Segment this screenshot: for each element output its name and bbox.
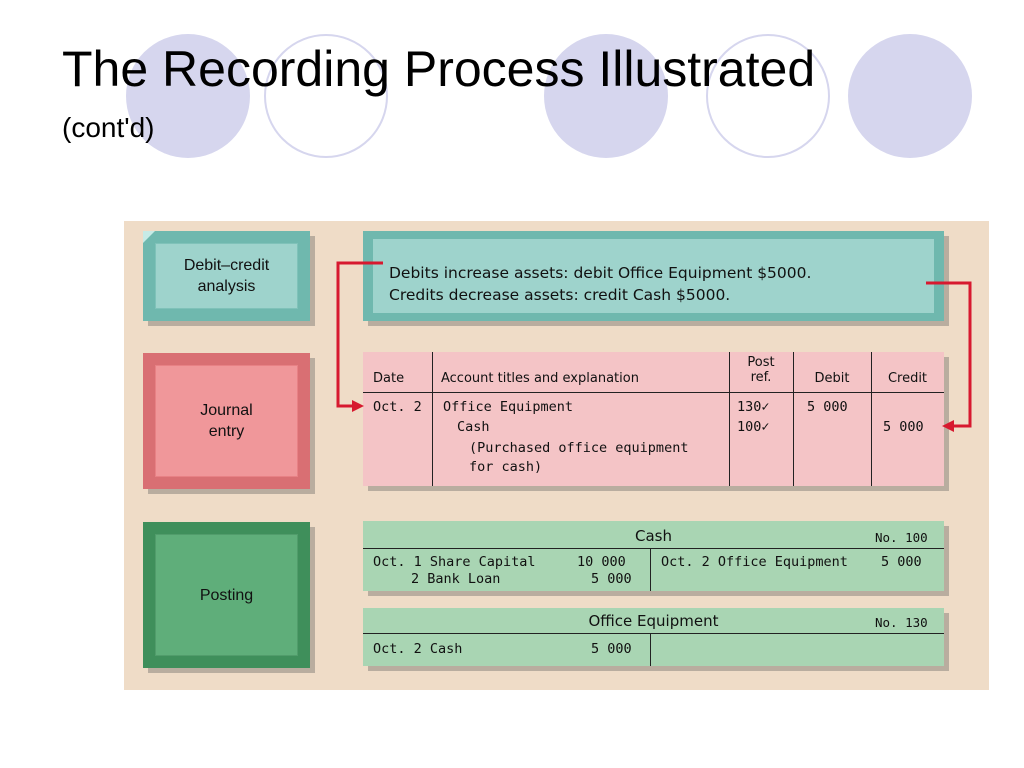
ledger-office-equipment: Office Equipment No. 130 Oct. 2 Cash 5 0… bbox=[363, 608, 944, 666]
journal-debit-account: Office Equipment bbox=[443, 399, 574, 415]
journal-explanation-2: for cash) bbox=[469, 459, 543, 475]
ledger-cash-left-row-1-amount: 10 000 bbox=[577, 554, 626, 570]
slide-subtitle: (cont'd) bbox=[62, 112, 155, 143]
step-analysis-box: Debit–credit analysis bbox=[143, 231, 310, 321]
analysis-line-2: Credits decrease assets: credit Cash $50… bbox=[389, 286, 731, 304]
journal-credit-amount: 5 000 bbox=[883, 419, 924, 435]
ledger-equipment-left-row-1-amount: 5 000 bbox=[591, 641, 632, 657]
journal-header-date: Date bbox=[373, 371, 405, 386]
ledger-cash-number: No. 100 bbox=[875, 530, 928, 545]
ledger-cash-left-row-2-amount: 5 000 bbox=[591, 571, 632, 587]
journal-debit-post-ref: 130✓ bbox=[737, 399, 770, 415]
journal-header-debit: Debit bbox=[814, 371, 850, 386]
journal-panel: Date Account titles and explanation Post… bbox=[363, 352, 944, 486]
step-analysis-label: Debit–credit analysis bbox=[183, 257, 270, 295]
recording-process-figure: Debit–credit analysis Journal entry Post… bbox=[124, 221, 989, 690]
journal-header-credit: Credit bbox=[887, 371, 928, 386]
decor-circle-1 bbox=[126, 34, 250, 158]
decor-circle-4 bbox=[706, 34, 830, 158]
journal-credit-account: Cash bbox=[457, 419, 490, 435]
slide-title: The Recording Process Illustrated bbox=[62, 41, 816, 97]
journal-explanation-1: (Purchased office equipment bbox=[469, 440, 689, 456]
ledger-cash-right-row-1-amount: 5 000 bbox=[881, 554, 922, 570]
ledger-cash-right-row-1: Oct. 2 Office Equipment bbox=[661, 554, 848, 570]
journal-header-account: Account titles and explanation bbox=[441, 371, 639, 386]
analysis-line-1: Debits increase assets: debit Office Equ… bbox=[389, 264, 812, 282]
decor-circle-2 bbox=[264, 34, 388, 158]
step-posting-label: Posting bbox=[199, 586, 254, 604]
ledger-cash-left-row-1: Oct. 1 Share Capital bbox=[373, 554, 536, 570]
journal-header-post-ref: Post ref. bbox=[747, 355, 775, 385]
ledger-equipment-title: Office Equipment bbox=[588, 612, 719, 630]
step-journal-box: Journal entry bbox=[143, 353, 310, 489]
ledger-equipment-number: No. 130 bbox=[875, 615, 928, 630]
ledger-cash-title: Cash bbox=[635, 527, 672, 545]
decor-circle-3 bbox=[544, 34, 668, 158]
journal-credit-post-ref: 100✓ bbox=[737, 419, 770, 435]
ledger-equipment-left-row-1: Oct. 2 Cash bbox=[373, 641, 463, 657]
decor-circle-5 bbox=[848, 34, 972, 158]
analysis-panel: Debits increase assets: debit Office Equ… bbox=[363, 231, 944, 321]
ledger-cash: Cash No. 100 Oct. 1 Share Capital 10 000… bbox=[363, 521, 944, 591]
ledger-cash-left-row-2: 2 Bank Loan bbox=[411, 571, 501, 587]
journal-debit-amount: 5 000 bbox=[807, 399, 848, 415]
step-journal-label: Journal entry bbox=[200, 402, 253, 440]
step-posting-box: Posting bbox=[143, 522, 310, 668]
journal-date: Oct. 2 bbox=[373, 399, 422, 415]
